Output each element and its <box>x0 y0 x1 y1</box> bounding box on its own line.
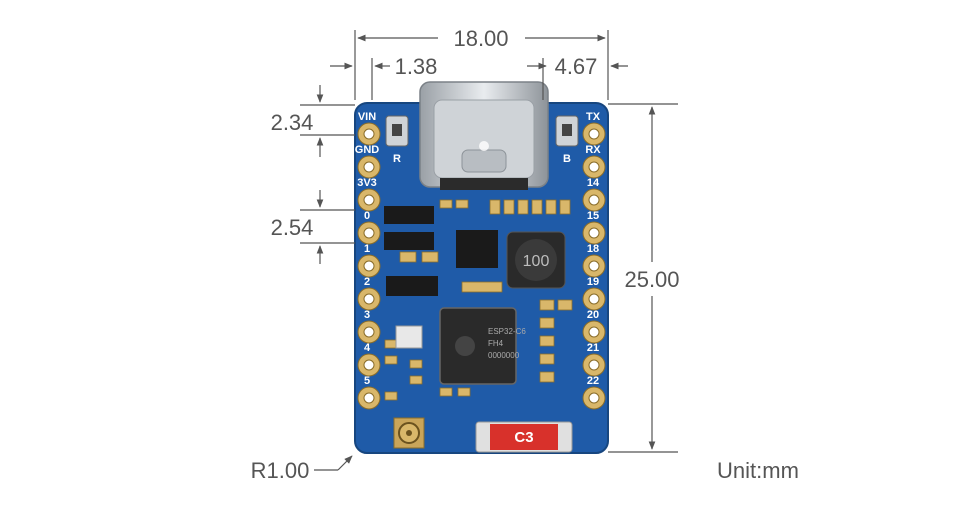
right-pin-label-19: 19 <box>587 276 599 288</box>
right-pin-label-20: 20 <box>587 309 599 321</box>
left-pin-label-3: 3 <box>364 309 370 321</box>
ceramic-antenna: C3 <box>475 421 573 453</box>
dim-width: 18.00 <box>453 26 508 51</box>
reset-button: R <box>385 115 409 165</box>
dim-offset-left: 1.38 <box>395 54 438 79</box>
left-pin-hole <box>363 293 375 305</box>
pcb-board: VIN GND 3V3 0 1 2 3 4 5 TX RX 14 15 18 19 20 21 22 R B <box>354 81 609 454</box>
antenna-label: C3 <box>514 429 533 446</box>
right-pin-hole <box>588 260 600 272</box>
chip-marking-1: FH4 <box>488 339 504 348</box>
reset-button-label: R <box>393 153 401 165</box>
right-pin-label-15: 15 <box>587 210 599 222</box>
left-pin-hole <box>363 392 375 404</box>
chip-marking-0: ESP32-C6 <box>488 327 526 336</box>
right-pin-label-18: 18 <box>587 243 599 255</box>
passive-components <box>384 199 573 401</box>
esp32-chip: ESP32-C6 FH4 0000000 <box>439 307 526 385</box>
right-pin-pads <box>582 122 606 410</box>
left-pin-label-1: 1 <box>364 243 370 255</box>
dimension-lines <box>300 30 678 471</box>
right-pin-hole <box>588 161 600 173</box>
crystal <box>395 325 423 349</box>
dim-pin-pitch: 2.54 <box>271 215 314 240</box>
right-pin-label-tx: TX <box>586 111 601 123</box>
right-pin-labels: TX RX 14 15 18 19 20 21 22 <box>585 111 601 387</box>
right-pin-hole <box>588 392 600 404</box>
left-pin-hole <box>363 326 375 338</box>
diodes <box>384 206 438 296</box>
left-pin-label-4: 4 <box>364 342 371 354</box>
right-pin-hole <box>588 194 600 206</box>
usb-c-connector <box>419 81 549 190</box>
left-pin-label-3v3: 3V3 <box>357 177 377 189</box>
right-pin-hole <box>588 293 600 305</box>
inductor-marking: 100 <box>523 253 550 270</box>
dim-pin-offset-top: 2.34 <box>271 110 314 135</box>
left-pin-pads <box>357 122 381 410</box>
right-pin-label-22: 22 <box>587 375 599 387</box>
right-pin-hole <box>588 227 600 239</box>
right-pin-label-14: 14 <box>587 177 600 189</box>
left-pin-label-2: 2 <box>364 276 370 288</box>
right-pin-hole <box>588 128 600 140</box>
boot-button: B <box>555 115 579 165</box>
right-pin-hole <box>588 359 600 371</box>
dim-height: 25.00 <box>624 267 679 292</box>
right-pin-hole <box>588 326 600 338</box>
dim-corner-radius: R1.00 <box>251 458 310 483</box>
left-pin-hole <box>363 128 375 140</box>
left-pin-labels: VIN GND 3V3 0 1 2 3 4 5 <box>355 111 380 387</box>
right-pin-label-rx: RX <box>585 144 601 156</box>
left-pin-label-gnd: GND <box>355 144 380 156</box>
chip-marking-2: 0000000 <box>488 351 520 360</box>
left-pin-hole <box>363 194 375 206</box>
left-pin-hole <box>363 161 375 173</box>
boot-button-label: B <box>563 153 571 165</box>
left-pin-label-5: 5 <box>364 375 370 387</box>
ufl-connector <box>393 417 425 449</box>
regulator-chip <box>456 230 498 268</box>
inductor: 100 <box>506 231 566 289</box>
left-pin-label-0: 0 <box>364 210 370 222</box>
left-pin-hole <box>363 227 375 239</box>
left-pin-hole <box>363 260 375 272</box>
left-pin-label-vin: VIN <box>358 111 376 123</box>
unit-label: Unit:mm <box>717 458 799 483</box>
dim-offset-right: 4.67 <box>555 54 598 79</box>
right-pin-label-21: 21 <box>587 342 599 354</box>
left-pin-hole <box>363 359 375 371</box>
